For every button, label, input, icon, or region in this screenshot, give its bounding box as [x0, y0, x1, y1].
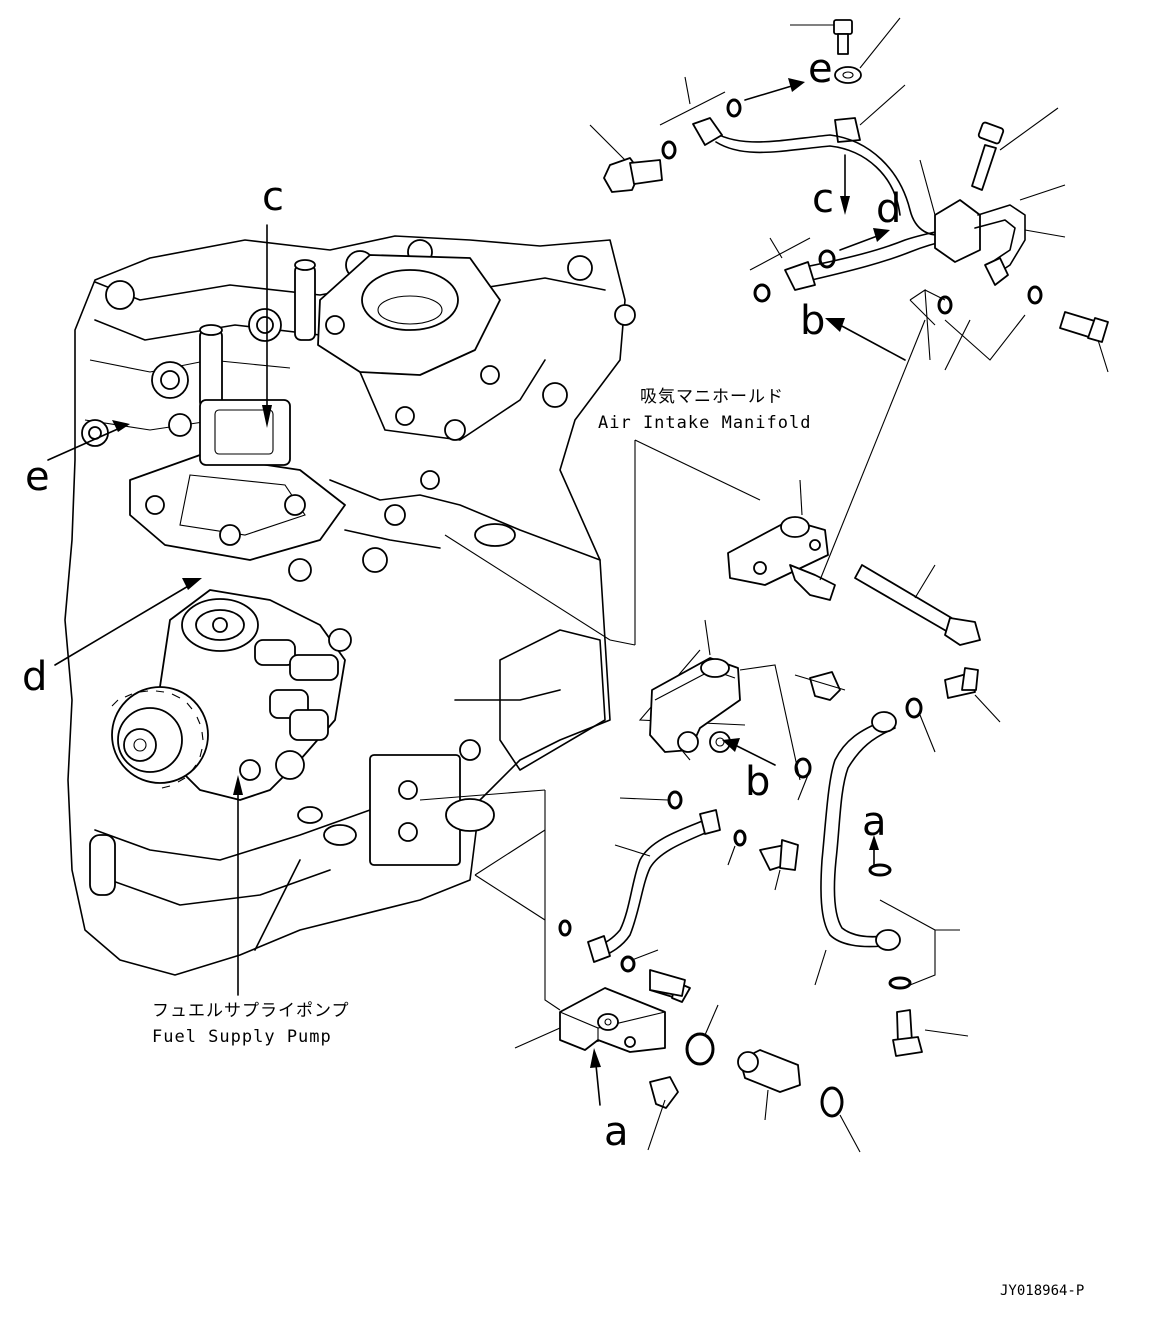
ref-letter-c-engine: c	[262, 174, 284, 220]
ref-letter-e-engine: e	[25, 454, 50, 500]
fuel-connector-block	[619, 619, 1001, 810]
component-labels: 吸気マニホールド Air Intake Manifold フュエルサプライポンプ…	[152, 387, 1084, 1299]
engine-block	[64, 235, 636, 976]
reference-letter-labels: c e d e c d b b a a	[22, 46, 901, 1155]
ref-letter-b-mid: b	[745, 759, 770, 805]
ref-letter-d-top: d	[876, 186, 901, 232]
ref-letter-e-top: e	[808, 46, 833, 92]
ref-letter-a-right: a	[862, 799, 887, 845]
manifold-label-jp: 吸気マニホールド	[640, 387, 784, 407]
reference-arrows	[47, 78, 906, 1106]
pump-label-en: Fuel Supply Pump	[152, 1027, 332, 1047]
ref-letter-a-bottom: a	[604, 1109, 629, 1155]
ref-letter-c-top: c	[812, 176, 834, 222]
leader-lines	[419, 76, 1026, 1011]
fuel-inlet-block	[514, 969, 861, 1153]
pipe-clamp-bracket	[727, 319, 981, 646]
manifold-label-en: Air Intake Manifold	[598, 413, 811, 433]
ref-letter-d-engine: d	[22, 654, 47, 700]
drawing-code: JY018964-P	[1000, 1283, 1084, 1299]
upper-fuel-pipe-assembly	[589, 17, 1109, 373]
pump-label-jp: フュエルサプライポンプ	[152, 1001, 350, 1021]
ref-letter-b-top: b	[800, 298, 825, 344]
